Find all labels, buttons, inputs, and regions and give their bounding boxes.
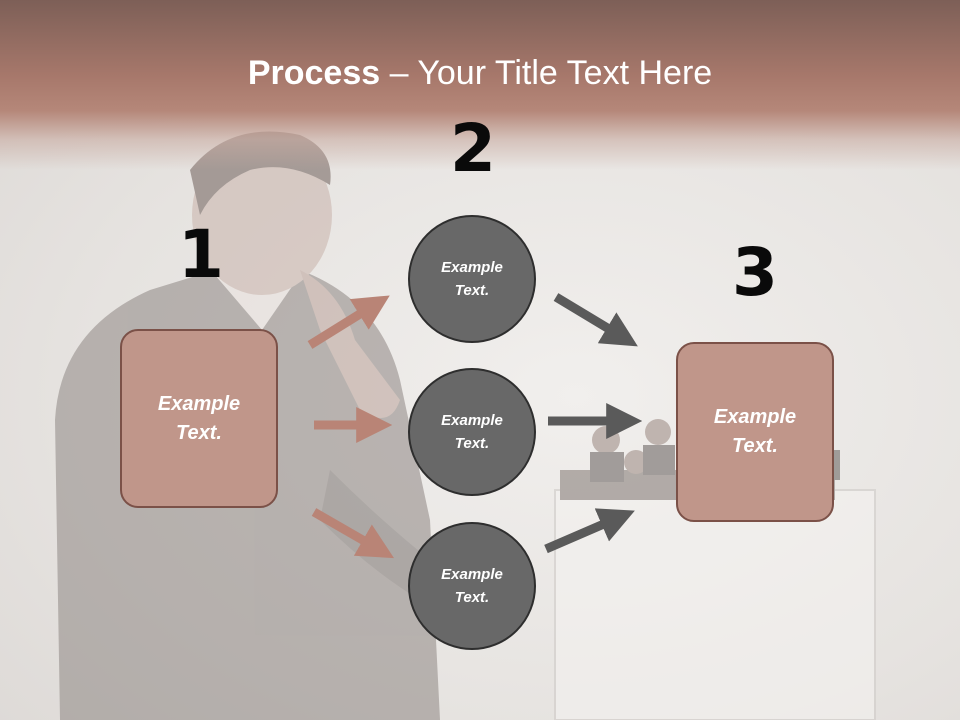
circle-middle: Example Text.	[408, 368, 536, 496]
right-box: Example Text.	[676, 342, 834, 522]
title-rest: Your Title Text Here	[417, 54, 713, 92]
title-separator: –	[380, 54, 418, 92]
step-number-3: 3	[732, 234, 778, 311]
arrow-bottom-to-right	[544, 508, 635, 554]
step-number-2: 2	[450, 110, 496, 187]
slide-title: Process – Your Title Text Here	[0, 54, 960, 93]
arrow-left-to-bottom	[311, 508, 395, 559]
circle-bottom: Example Text.	[408, 522, 536, 650]
arrow-top-to-right	[553, 293, 638, 347]
header-band	[0, 0, 960, 170]
step-number-1: 1	[178, 216, 224, 293]
circle-top: Example Text.	[408, 215, 536, 343]
left-box: Example Text.	[120, 329, 278, 508]
arrow-left-to-top	[307, 295, 390, 349]
title-bold: Process	[247, 54, 381, 92]
